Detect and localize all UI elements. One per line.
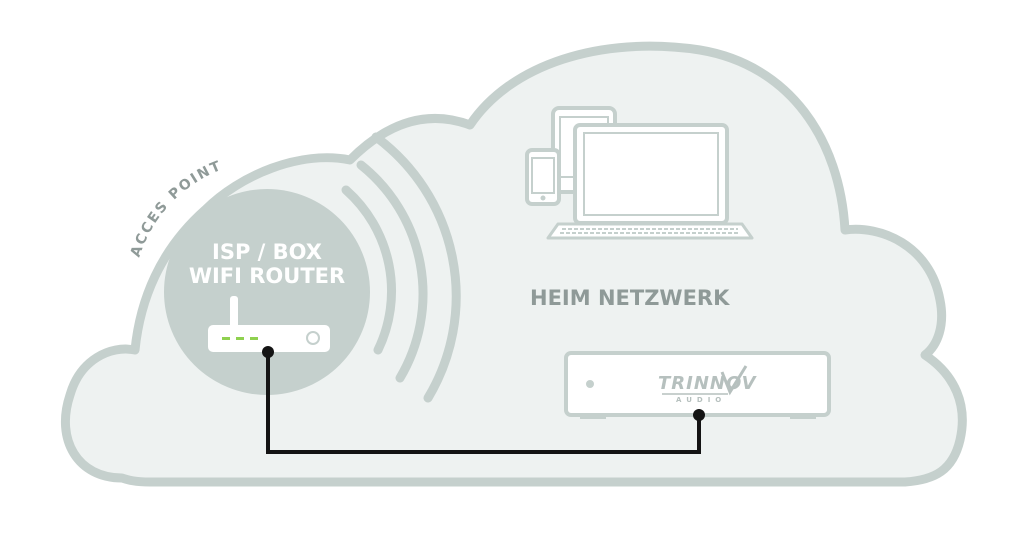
power-led-icon — [586, 380, 594, 388]
ethernet-cable — [262, 346, 705, 454]
network-label: HEIM NETZWERK — [530, 286, 730, 310]
trinnov-processor: TRINNOV AUDIO — [564, 351, 831, 419]
router-label-line1: ISP / BOX — [212, 240, 322, 264]
trinnov-logo-text: TRINNOV — [658, 373, 758, 394]
wifi-router-icon — [208, 296, 330, 352]
smartphone-icon — [525, 148, 561, 206]
wifi-waves — [341, 132, 461, 403]
trinnov-logo-sub: AUDIO — [676, 396, 726, 404]
laptop-icon — [546, 123, 754, 240]
trinnov-logo-mark — [720, 365, 748, 396]
router-label-line2: WIFI ROUTER — [189, 264, 345, 288]
